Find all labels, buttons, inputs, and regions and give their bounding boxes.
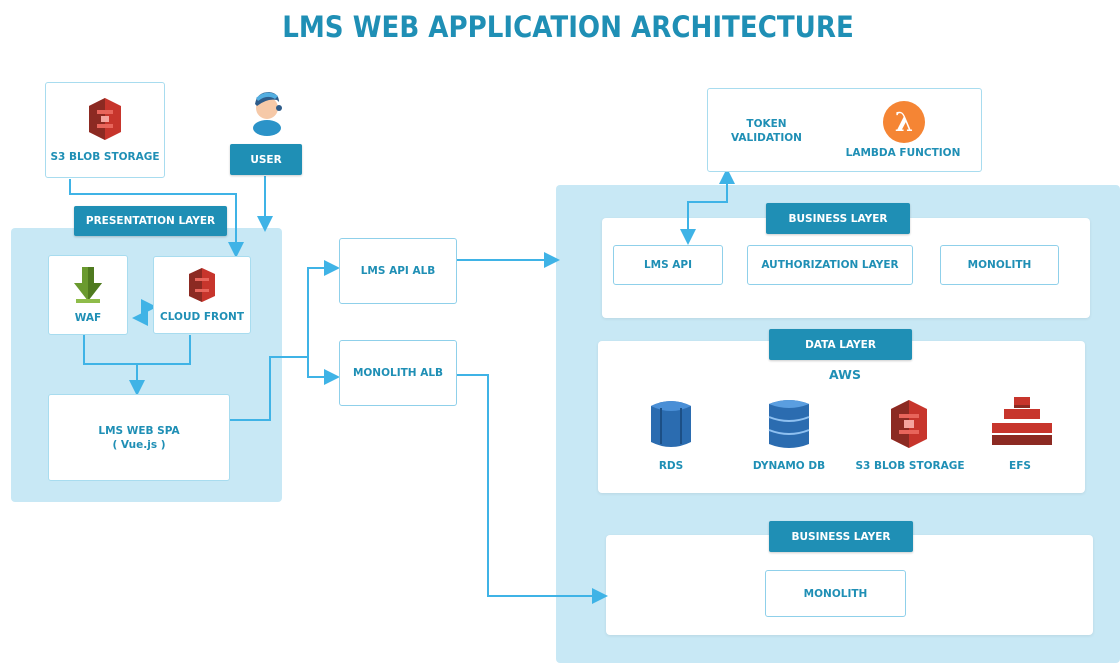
business-layer-tab: BUSINESS LAYER	[766, 203, 910, 234]
presentation-layer-tab: PRESENTATION LAYER	[74, 206, 227, 236]
rds-icon	[651, 401, 691, 447]
user-icon	[253, 92, 282, 136]
lms-api-alb-node[interactable]: LMS API ALB	[339, 238, 457, 304]
cloudfront-node[interactable]: CLOUD FRONT	[153, 256, 251, 334]
s3-storage-icon	[891, 400, 927, 448]
waf-label: WAF	[74, 312, 102, 324]
aws-label: AWS	[829, 367, 861, 382]
lms-web-spa-node[interactable]: LMS WEB SPA ( Vue.js )	[48, 394, 230, 481]
lms-api-to-token-arrow	[687, 168, 735, 243]
waf-cloudfront-link-back	[132, 307, 148, 326]
monolith-alb-to-monolith-arrow	[457, 374, 608, 604]
authorization-layer-node[interactable]: AUTHORIZATION LAYER	[747, 245, 913, 285]
spa-label: LMS WEB SPA	[98, 424, 180, 437]
monolith-label-2: MONOLITH	[803, 587, 868, 600]
s3-blob-storage-node[interactable]: S3 BLOB STORAGE	[45, 82, 165, 178]
monolith-alb-node[interactable]: MONOLITH ALB	[339, 340, 457, 406]
token-label-line1: TOKEN	[746, 118, 787, 130]
lms-api-node[interactable]: LMS API	[613, 245, 723, 285]
spa-framework-label: ( Vue.js )	[112, 438, 166, 451]
spa-to-albs-arrow	[230, 260, 340, 421]
monolith-label-1: MONOLITH	[967, 259, 1032, 271]
dynamodb-label: DYNAMO DB	[752, 460, 826, 472]
waf-to-spa-line	[83, 335, 191, 365]
lms-api-label: LMS API	[643, 259, 693, 271]
authorization-layer-label: AUTHORIZATION LAYER	[761, 259, 899, 271]
s3-to-cloudfront-arrow	[69, 179, 244, 258]
user-tab[interactable]: USER	[230, 144, 302, 175]
waf-icon	[74, 267, 102, 303]
token-validation-node[interactable]	[707, 88, 982, 172]
monolith-node-1[interactable]: MONOLITH	[940, 245, 1059, 285]
svg-text:λ: λ	[895, 108, 913, 138]
waf-node[interactable]: WAF	[48, 255, 128, 335]
rds-label: RDS	[658, 460, 684, 472]
page-title: LMS WEB APPLICATION ARCHITECTURE	[282, 10, 854, 44]
spa-to-monolith-alb-arrow	[307, 357, 340, 385]
s3-storage-label: S3 BLOB STORAGE	[855, 460, 965, 472]
s3-label: S3 BLOB STORAGE	[50, 151, 160, 163]
efs-label: EFS	[1009, 460, 1031, 472]
dynamodb-icon	[768, 400, 810, 448]
monolith-node-2[interactable]: MONOLITH	[765, 570, 906, 617]
token-validation-text: TOKEN VALIDATION	[719, 117, 814, 145]
monolith-alb-label: MONOLITH ALB	[352, 367, 444, 379]
efs-icon	[992, 397, 1052, 445]
lambda-label: LAMBDA FUNCTION	[845, 147, 961, 159]
data-layer-tab: DATA LAYER	[769, 329, 912, 360]
lambda-icon: λ	[883, 101, 925, 143]
cloudfront-icon	[189, 268, 215, 302]
business-layer-2-tab: BUSINESS LAYER	[769, 521, 913, 552]
lms-api-alb-label: LMS API ALB	[360, 265, 436, 277]
cloudfront-label: CLOUD FRONT	[160, 311, 244, 323]
s3-icon	[89, 98, 121, 140]
token-label-line2: VALIDATION	[731, 132, 802, 144]
